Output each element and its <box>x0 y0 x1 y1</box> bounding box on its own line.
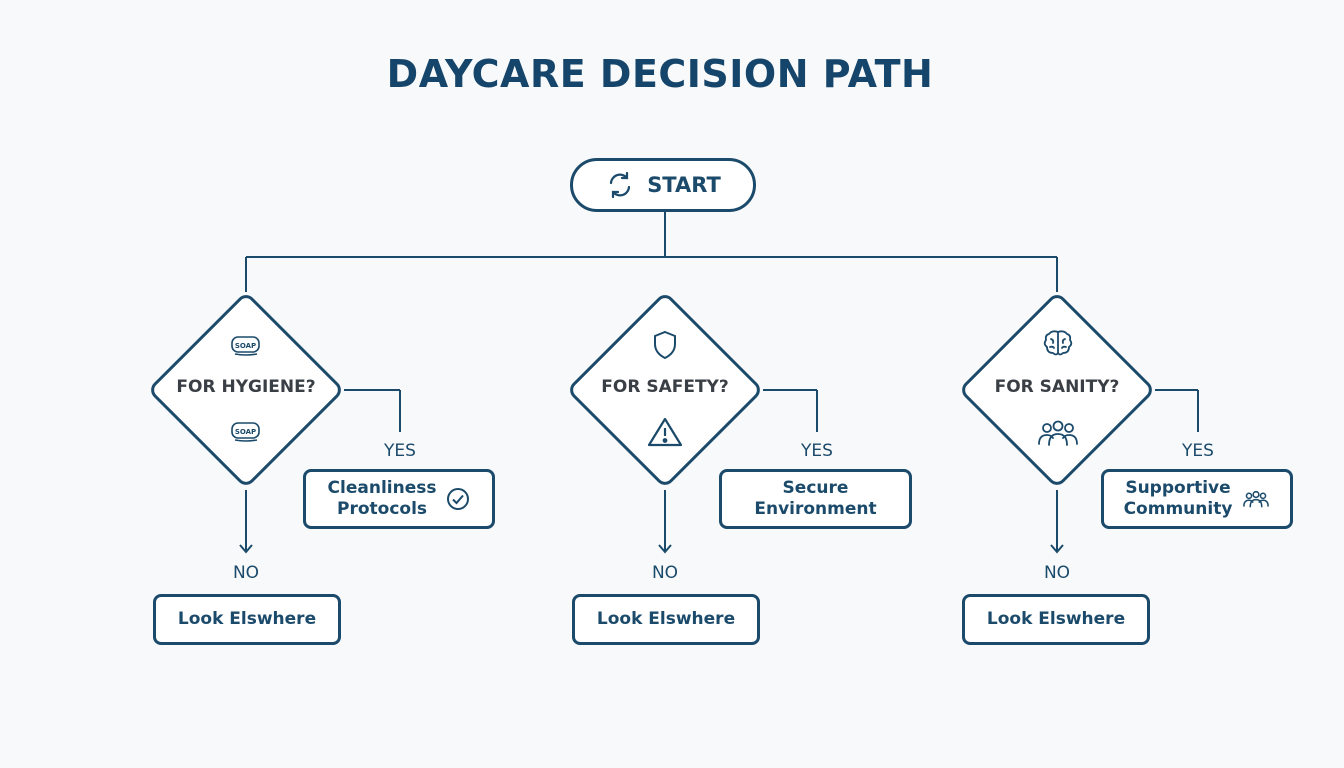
warning-icon <box>647 416 683 452</box>
no-arrow-safety <box>658 544 672 554</box>
no-arrow-sanity <box>1050 544 1064 554</box>
result-label: Supportive Community <box>1123 478 1233 519</box>
result-look-elsewhere-sanity[interactable]: Look Elswhere <box>962 594 1150 645</box>
shield-icon <box>652 330 678 364</box>
soap-icon: SOAP <box>230 334 262 360</box>
soap-icon: SOAP <box>230 420 262 446</box>
no-label-hygiene: NO <box>232 563 260 583</box>
refresh-icon <box>605 170 635 200</box>
no-arrow-hygiene <box>239 544 253 554</box>
no-label-safety: NO <box>651 563 679 583</box>
question-safety: FOR SAFETY? <box>601 377 729 397</box>
brain-icon <box>1042 328 1074 362</box>
result-label: Look Elswhere <box>596 609 736 629</box>
no-label-sanity: NO <box>1043 563 1071 583</box>
result-label: Look Elswhere <box>986 609 1126 629</box>
yes-label-safety: YES <box>801 441 833 461</box>
result-label: Cleanliness Protocols <box>327 478 437 519</box>
result-supportive-community[interactable]: Supportive Community <box>1101 469 1293 529</box>
result-secure-environment[interactable]: Secure Environment <box>719 469 912 529</box>
question-hygiene: FOR HYGIENE? <box>176 377 316 397</box>
svg-text:SOAP: SOAP <box>235 428 256 436</box>
yes-label-sanity: YES <box>1182 441 1214 461</box>
result-label: Look Elswhere <box>177 609 317 629</box>
group-icon <box>1242 490 1270 508</box>
svg-text:SOAP: SOAP <box>235 342 256 350</box>
group-icon <box>1036 419 1080 451</box>
result-label: Secure Environment <box>754 478 877 519</box>
yes-label-hygiene: YES <box>384 441 416 461</box>
start-node[interactable]: START <box>570 158 756 212</box>
result-look-elsewhere-safety[interactable]: Look Elswhere <box>572 594 760 645</box>
result-cleanliness-protocols[interactable]: Cleanliness Protocols <box>303 469 495 529</box>
result-look-elsewhere-hygiene[interactable]: Look Elswhere <box>153 594 341 645</box>
question-sanity: FOR SANITY? <box>994 377 1120 397</box>
check-circle-icon <box>446 487 470 511</box>
start-label: START <box>647 173 721 197</box>
page-title: DAYCARE DECISION PATH <box>386 52 934 96</box>
